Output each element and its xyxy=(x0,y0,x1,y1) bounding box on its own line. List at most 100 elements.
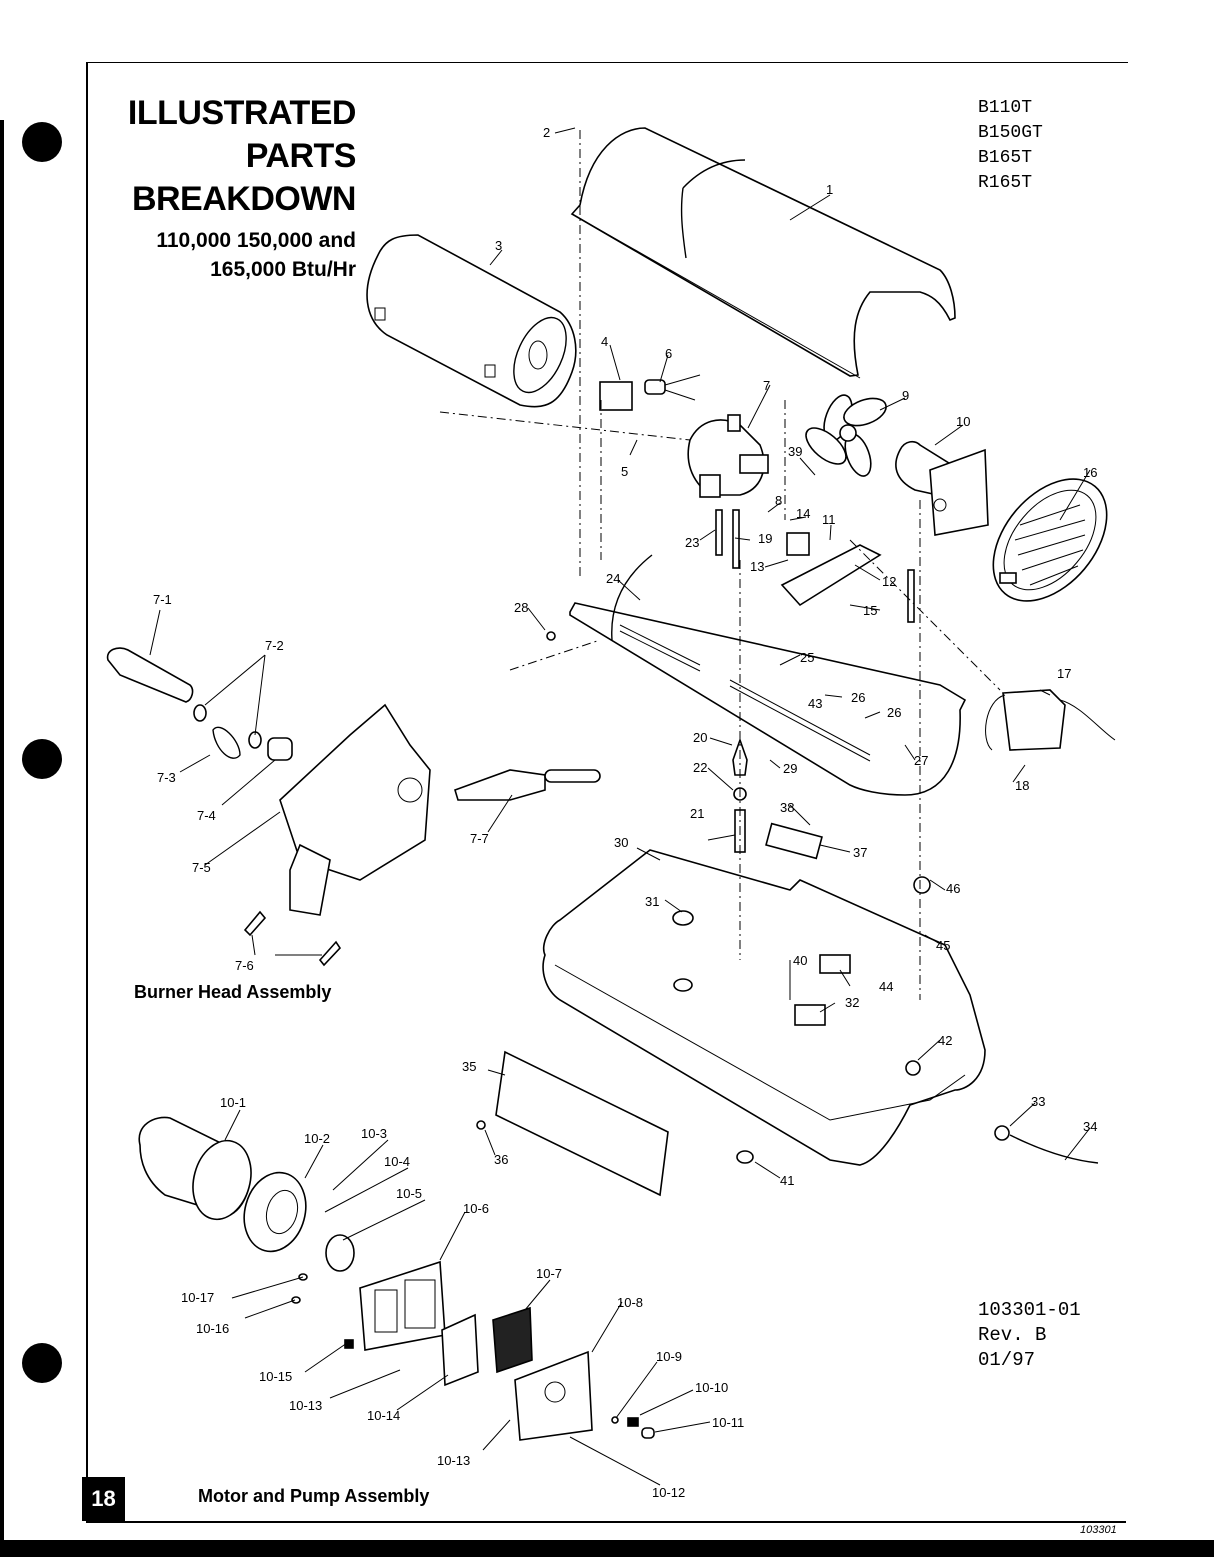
callout-label: 38 xyxy=(780,800,794,815)
leader-lines xyxy=(149,127,1091,1486)
callout-label: 44 xyxy=(879,979,893,994)
callout-label: 36 xyxy=(494,1152,508,1167)
callout-label: 11 xyxy=(822,512,836,527)
callout-label: 10-8 xyxy=(617,1295,643,1310)
model-number: B150GT xyxy=(978,123,1043,143)
callout-label: 10-3 xyxy=(361,1126,387,1141)
callout-label: 10-12 xyxy=(652,1485,685,1500)
callout-label: 19 xyxy=(758,531,772,546)
callout-label: 42 xyxy=(938,1033,952,1048)
callout-label: 9 xyxy=(902,388,909,403)
callout-label: 43 xyxy=(808,696,822,711)
part-fill-cap xyxy=(672,910,694,926)
binder-hole-icon xyxy=(22,122,62,162)
callout-labels-pump: 10-1 10-2 10-3 10-4 10-5 10-6 10-7 10-8 … xyxy=(181,1095,744,1500)
callout-label: 30 xyxy=(614,835,628,850)
model-number: R165T xyxy=(978,173,1033,193)
callout-label: 35 xyxy=(462,1059,476,1074)
callout-label: 10-11 xyxy=(712,1415,744,1430)
part-bracket-plate xyxy=(780,544,882,607)
callout-label: 32 xyxy=(845,995,859,1010)
title-line: PARTS xyxy=(245,137,357,175)
callout-label: 45 xyxy=(936,938,950,953)
document-number: 103301-01 xyxy=(978,1299,1081,1321)
callout-label: 2 xyxy=(543,125,550,140)
callout-label: 10-15 xyxy=(259,1369,292,1384)
callout-label: 10-4 xyxy=(384,1154,410,1169)
binder-hole-icon xyxy=(22,739,62,779)
callout-label: 34 xyxy=(1083,1119,1097,1134)
burner-head-caption: Burner Head Assembly xyxy=(134,982,332,1002)
callout-label: 10-2 xyxy=(304,1131,330,1146)
motor-pump-diagram xyxy=(138,1116,655,1441)
callout-label: 7-5 xyxy=(192,860,211,875)
callout-label: 10-7 xyxy=(536,1266,562,1281)
callout-label: 40 xyxy=(793,953,807,968)
callout-label: 20 xyxy=(693,730,707,745)
page-number: 18 xyxy=(82,1477,125,1521)
part-grommet xyxy=(736,1150,754,1164)
part-fan-blade xyxy=(805,394,887,477)
callout-label: 7-3 xyxy=(157,770,176,785)
callout-label: 16 xyxy=(1083,465,1097,480)
part-rod xyxy=(715,509,723,556)
binder-hole-icon xyxy=(22,1343,62,1383)
callout-label: 10-17 xyxy=(181,1290,214,1305)
footer-code: 103301 xyxy=(1080,1524,1117,1536)
callout-label: 17 xyxy=(1057,666,1071,681)
callout-label: 7-7 xyxy=(470,831,489,846)
part-rod xyxy=(732,509,740,569)
callout-label: 3 xyxy=(495,238,502,253)
callout-label: 24 xyxy=(606,571,620,586)
part-upper-shell xyxy=(570,127,956,379)
part-side-panel xyxy=(495,1050,669,1197)
callout-label: 10-14 xyxy=(367,1408,400,1423)
callout-label: 10-16 xyxy=(196,1321,229,1336)
part-fuel-tank xyxy=(542,849,986,1166)
part-bracket xyxy=(599,381,633,411)
part-relay xyxy=(786,532,810,556)
page-frame xyxy=(86,62,1128,1523)
callout-label: 13 xyxy=(750,559,764,574)
callout-label: 33 xyxy=(1031,1094,1045,1109)
callout-label: 28 xyxy=(514,600,528,615)
callout-label: 10-5 xyxy=(396,1186,422,1201)
title-line: BREAKDOWN xyxy=(131,180,357,218)
callout-label: 23 xyxy=(685,535,699,550)
part-lower-shell xyxy=(569,554,967,796)
callout-label: 10-9 xyxy=(656,1349,682,1364)
callout-label: 12 xyxy=(882,574,896,589)
callout-label: 6 xyxy=(665,346,672,361)
callout-label: 14 xyxy=(796,506,810,521)
callout-label: 27 xyxy=(914,753,928,768)
revision-date: 01/97 xyxy=(978,1349,1036,1371)
model-number: B110T xyxy=(978,98,1033,118)
callout-label: 10-13 xyxy=(437,1453,470,1468)
callout-label: 5 xyxy=(621,464,628,479)
part-rod xyxy=(907,569,915,623)
callout-label: 41 xyxy=(780,1173,794,1188)
callout-label: 26 xyxy=(887,705,901,720)
assembly-guide-lines xyxy=(439,130,1001,1000)
callout-label: 10-1 xyxy=(220,1095,246,1110)
callout-label: 10 xyxy=(956,414,970,429)
callout-label: 7-6 xyxy=(235,958,254,973)
callout-label: 10-13 xyxy=(289,1398,322,1413)
callout-label: 18 xyxy=(1015,778,1029,793)
model-list: B110T B150GT B165T R165T xyxy=(978,96,1043,196)
part-ignitor xyxy=(985,689,1116,751)
callout-label: 10-6 xyxy=(463,1201,489,1216)
callout-label: 7-4 xyxy=(197,808,216,823)
callout-label: 26 xyxy=(851,690,865,705)
part-combustion-chamber xyxy=(366,234,577,408)
part-pump-assembly xyxy=(687,414,769,498)
callout-label: 8 xyxy=(775,493,782,508)
burner-head-diagram xyxy=(106,647,601,967)
callout-label: 1 xyxy=(826,182,833,197)
model-number: B165T xyxy=(978,148,1033,168)
part-capacitor xyxy=(644,379,666,395)
page-title: ILLUSTRATED PARTS BREAKDOWN xyxy=(128,92,357,221)
callout-label: 46 xyxy=(946,881,960,896)
callout-labels-main: 1 2 3 4 5 6 7 8 9 10 11 12 13 14 15 16 1… xyxy=(462,125,1097,1188)
part-block xyxy=(765,822,823,860)
